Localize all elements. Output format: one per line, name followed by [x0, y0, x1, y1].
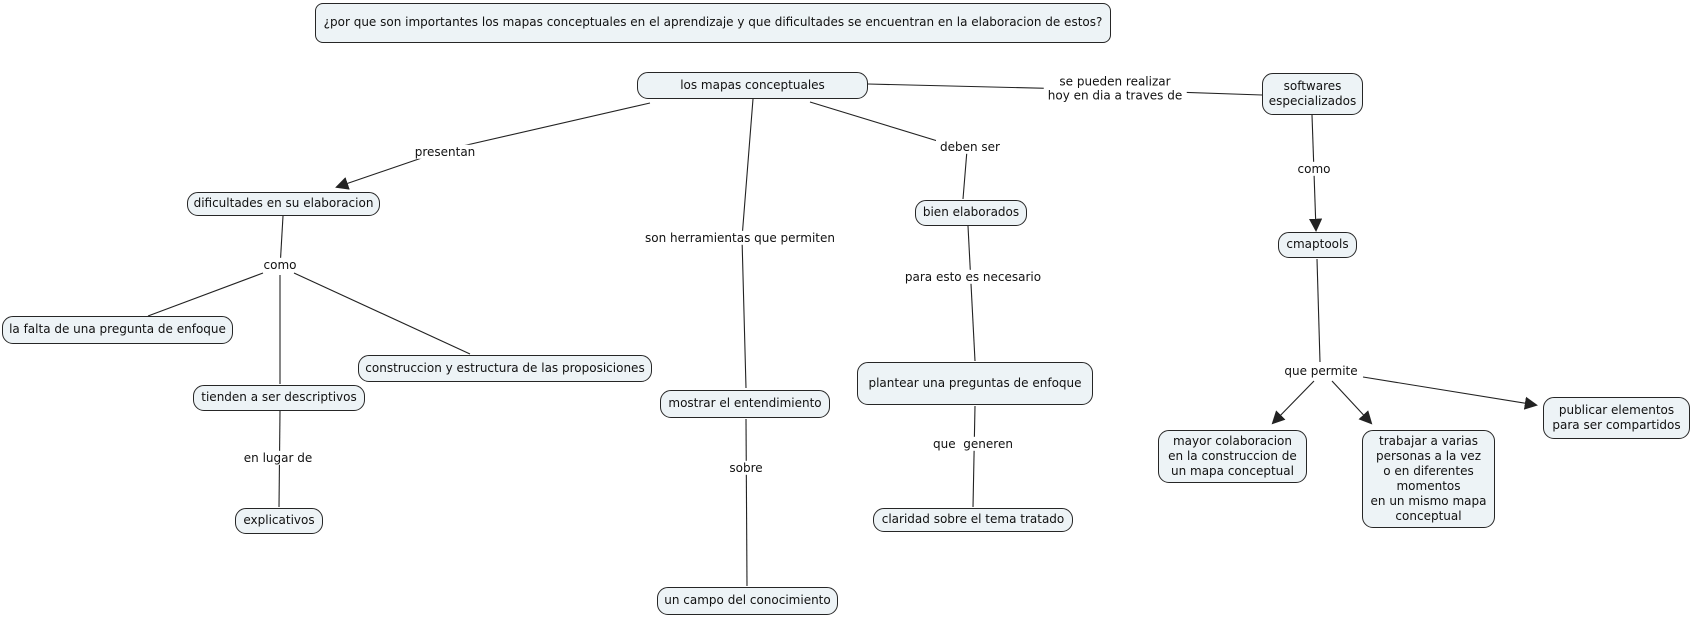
edge-quepermite-mayor: [1271, 380, 1315, 425]
node-plantear-una-preguntas-de-enfoque[interactable]: plantear una preguntas de enfoque: [857, 362, 1093, 405]
node-dificultades-en-su-elaboracion[interactable]: dificultades en su elaboracion: [187, 192, 380, 216]
link-label-deben-ser[interactable]: deben ser: [936, 139, 1004, 155]
edge-plantear-claridad: [972, 405, 976, 508]
edge-cmaptools-quepermite: [1316, 258, 1321, 363]
node-cmaptools[interactable]: cmaptools: [1278, 232, 1357, 258]
edge-como-falta: [147, 272, 264, 317]
node-mostrar-el-entendimiento[interactable]: mostrar el entendimiento: [660, 390, 830, 418]
link-label-se-pueden-realizar[interactable]: se pueden realizar hoy en dia a traves d…: [1043, 74, 1187, 104]
link-label-que-permite[interactable]: que permite: [1280, 363, 1362, 379]
link-label-para-esto-es-necesario[interactable]: para esto es necesario: [900, 269, 1046, 285]
edge-mostrar-campo: [745, 418, 748, 587]
node-publicar-elementos[interactable]: publicar elementos para ser compartidos: [1543, 397, 1690, 439]
link-label-como-left[interactable]: como: [259, 257, 301, 273]
link-label-que-generen[interactable]: que generen: [929, 436, 1017, 452]
edge-bien-plantear: [967, 225, 976, 362]
link-label-presentan[interactable]: presentan: [410, 144, 480, 160]
node-trabajar-a-varias-personas[interactable]: trabajar a varias personas a la vez o en…: [1362, 430, 1495, 528]
link-label-como-right[interactable]: como: [1293, 161, 1335, 177]
focus-question-node[interactable]: ¿por que son importantes los mapas conce…: [315, 3, 1111, 43]
node-mayor-colaboracion[interactable]: mayor colaboracion en la construccion de…: [1158, 430, 1307, 483]
node-los-mapas-conceptuales[interactable]: los mapas conceptuales: [637, 72, 868, 99]
edge-mapas-dificultades: [335, 102, 651, 190]
link-label-en-lugar-de[interactable]: en lugar de: [239, 450, 317, 466]
edge-quepermite-publicar: [1362, 376, 1538, 410]
node-softwares-especializados[interactable]: softwares especializados: [1262, 73, 1363, 115]
node-claridad-sobre-el-tema-tratado[interactable]: claridad sobre el tema tratado: [873, 508, 1073, 532]
link-label-sobre[interactable]: sobre: [725, 460, 767, 476]
edge-quepermite-trabajar: [1331, 380, 1373, 425]
node-construccion-y-estructura[interactable]: construccion y estructura de las proposi…: [358, 355, 652, 382]
node-tienden-a-ser-descriptivos[interactable]: tienden a ser descriptivos: [193, 385, 365, 411]
node-la-falta-de-una-pregunta-de-enfoque[interactable]: la falta de una pregunta de enfoque: [2, 316, 233, 344]
node-bien-elaborados[interactable]: bien elaborados: [915, 200, 1027, 226]
node-un-campo-del-conocimiento[interactable]: un campo del conocimiento: [657, 587, 838, 615]
node-explicativos[interactable]: explicativos: [235, 508, 323, 534]
edge-como-construccion: [293, 272, 471, 355]
link-label-son-herramientas-que-permiten[interactable]: son herramientas que permiten: [640, 230, 840, 246]
